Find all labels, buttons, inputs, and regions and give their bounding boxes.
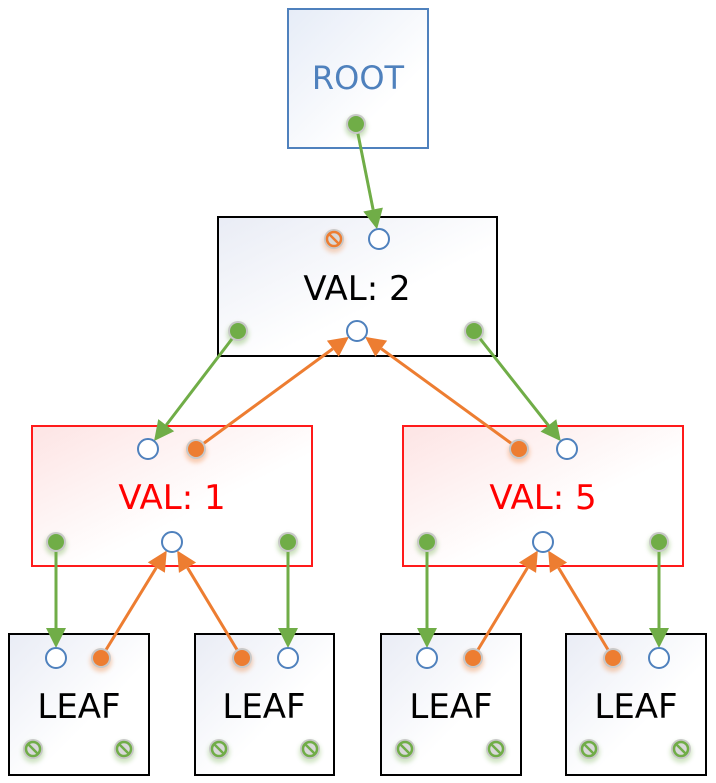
edge-line [165,330,240,427]
left-child-port [416,532,438,556]
null-left-child-icon [22,739,44,763]
edge-val1-to-leaf2 [278,542,298,648]
edge-line [471,566,529,659]
edge-line [99,566,158,659]
null-right-child-icon [113,739,135,763]
node-label: LEAF [594,687,677,727]
arrowhead-icon [649,628,669,648]
parent-in-port-icon [45,647,67,669]
arrowhead-icon [177,550,197,573]
parent-in-port-icon [137,438,159,460]
parent-pointer-port [185,439,207,463]
edge-line [186,566,244,659]
child-in-port-icon [532,531,554,553]
parent-in-port-icon [368,228,390,250]
edges-layer [46,123,669,659]
ports-layer [22,114,692,763]
edge-val5-to-val2 [365,336,520,451]
parent-in-port-icon [277,647,299,669]
node-label: VAL: 1 [118,478,225,518]
arrowhead-icon [540,419,561,442]
edge-line [557,566,615,659]
left-child-port [45,532,67,556]
parent-in-port-icon [556,438,578,460]
node-label: ROOT [312,59,405,97]
edge-leaf3-to-val5 [471,550,538,659]
arrowhead-icon [147,550,167,573]
arrowhead-icon [518,550,538,573]
null-left-child-icon [208,739,230,763]
arrowhead-icon [46,628,66,648]
edge-val5-to-leaf3 [417,542,437,648]
child-in-port-icon [346,320,368,342]
edge-line [354,123,375,210]
arrowhead-icon [365,336,388,357]
parent-in-port-icon [416,647,438,669]
edge-val5-to-leaf4 [649,542,669,648]
root-child-port [345,114,367,138]
edge-leaf1-to-val1 [99,550,167,659]
null-left-child-icon [578,739,600,763]
arrowhead-icon [363,207,383,230]
node-label: LEAF [222,687,305,727]
null-parent-icon [323,229,345,253]
arrowhead-icon [417,628,437,648]
null-right-child-icon [485,739,507,763]
arrowhead-icon [154,419,175,442]
edge-line [380,347,520,451]
null-left-child-icon [394,739,416,763]
parent-pointer-port [508,439,530,463]
right-child-port [648,532,670,556]
edge-val1-to-leaf1 [46,542,66,648]
edge-val2-to-val5 [472,330,561,442]
edge-leaf4-to-val5 [548,550,615,659]
parent-pointer-port [90,648,112,672]
node-label: VAL: 2 [303,269,410,309]
parent-pointer-port [602,648,624,672]
right-child-port [463,321,485,345]
edge-line [195,347,334,451]
edge-val1-to-val2 [195,336,349,451]
node-label: LEAF [37,687,120,727]
arrowhead-icon [278,628,298,648]
node-label: VAL: 5 [489,478,596,518]
edge-val2-to-val1 [154,330,240,442]
edge-line [472,330,550,427]
edge-leaf2-to-val1 [177,550,244,659]
edge-root-to-val2 [354,123,383,230]
null-right-child-icon [670,739,692,763]
parent-pointer-port [462,648,484,672]
right-child-port [277,532,299,556]
null-right-child-icon [299,739,321,763]
left-child-port [227,321,249,345]
arrowhead-icon [326,336,349,357]
child-in-port-icon [161,531,183,553]
parent-in-port-icon [648,647,670,669]
parent-pointer-port [231,648,253,672]
arrowhead-icon [548,550,568,573]
node-label: LEAF [409,687,492,727]
